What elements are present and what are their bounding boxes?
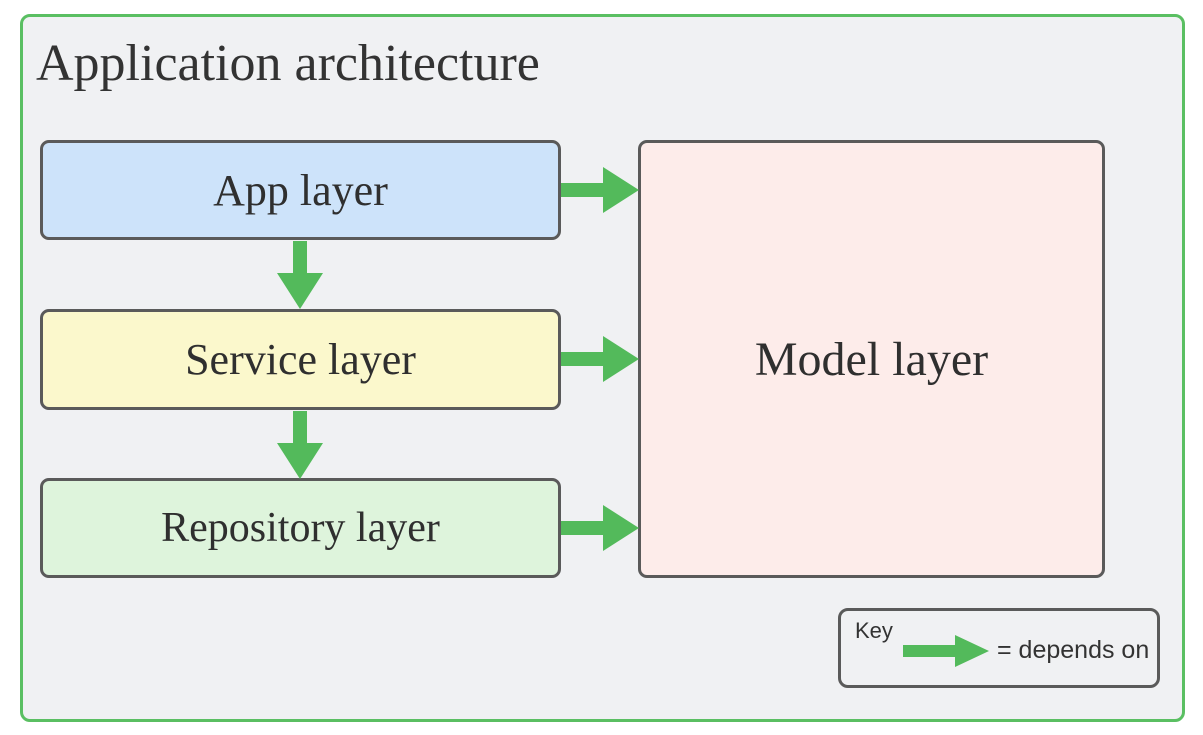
arrow-repository-to-model-icon — [561, 503, 639, 553]
node-model-layer: Model layer — [638, 140, 1105, 578]
legend-title: Key — [855, 618, 893, 643]
node-service-layer-label: Service layer — [185, 335, 416, 384]
legend-arrow-meaning: = depends on — [997, 636, 1150, 664]
arrow-service-to-repository-icon — [275, 411, 325, 479]
node-app-layer: App layer — [40, 140, 561, 240]
node-repository-layer: Repository layer — [40, 478, 561, 578]
diagram-title: Application architecture — [36, 35, 540, 92]
node-app-layer-label: App layer — [213, 165, 388, 215]
arrow-service-to-model-icon — [561, 334, 639, 384]
legend-box: Key = depends on — [838, 608, 1160, 688]
arrow-app-to-model-icon — [561, 165, 639, 215]
legend-arrow-icon — [903, 635, 989, 672]
node-model-layer-label: Model layer — [754, 332, 989, 386]
arrow-app-to-service-icon — [275, 241, 325, 309]
node-repository-layer-label: Repository layer — [161, 505, 440, 551]
node-service-layer: Service layer — [40, 309, 561, 410]
